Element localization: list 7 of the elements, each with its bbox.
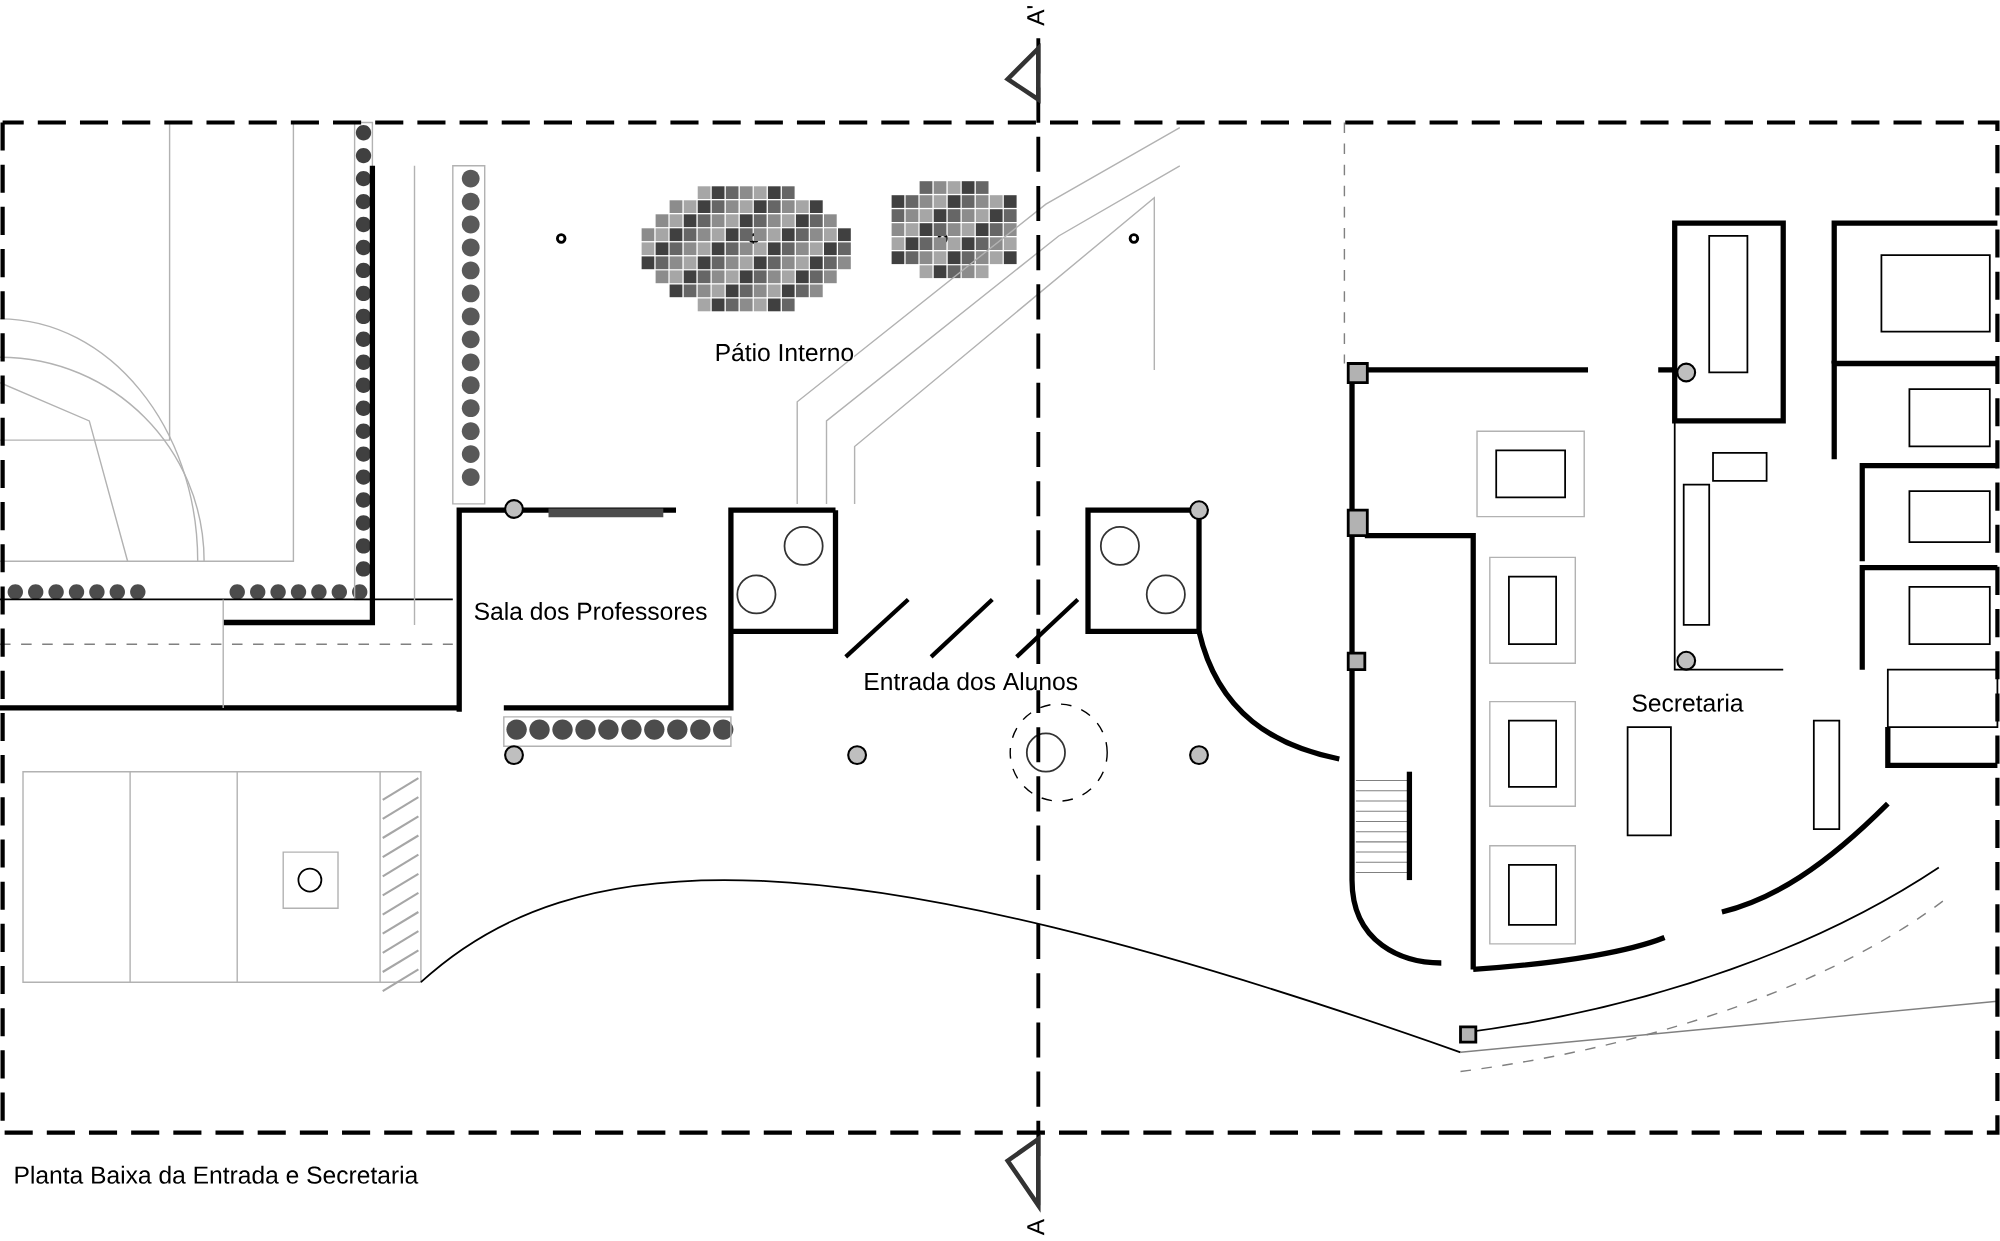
room-label: Secretaria xyxy=(1631,693,1744,712)
room-label: Sala dos Professores xyxy=(473,601,708,620)
section-label: A xyxy=(1027,1218,1045,1236)
caption: Planta Baixa da Entrada e Secretaria xyxy=(15,1165,419,1184)
section-label: A' xyxy=(1027,4,1045,26)
room-label: Entrada dos Alunos xyxy=(863,672,1079,691)
room-label: Pátio Interno xyxy=(714,342,855,362)
